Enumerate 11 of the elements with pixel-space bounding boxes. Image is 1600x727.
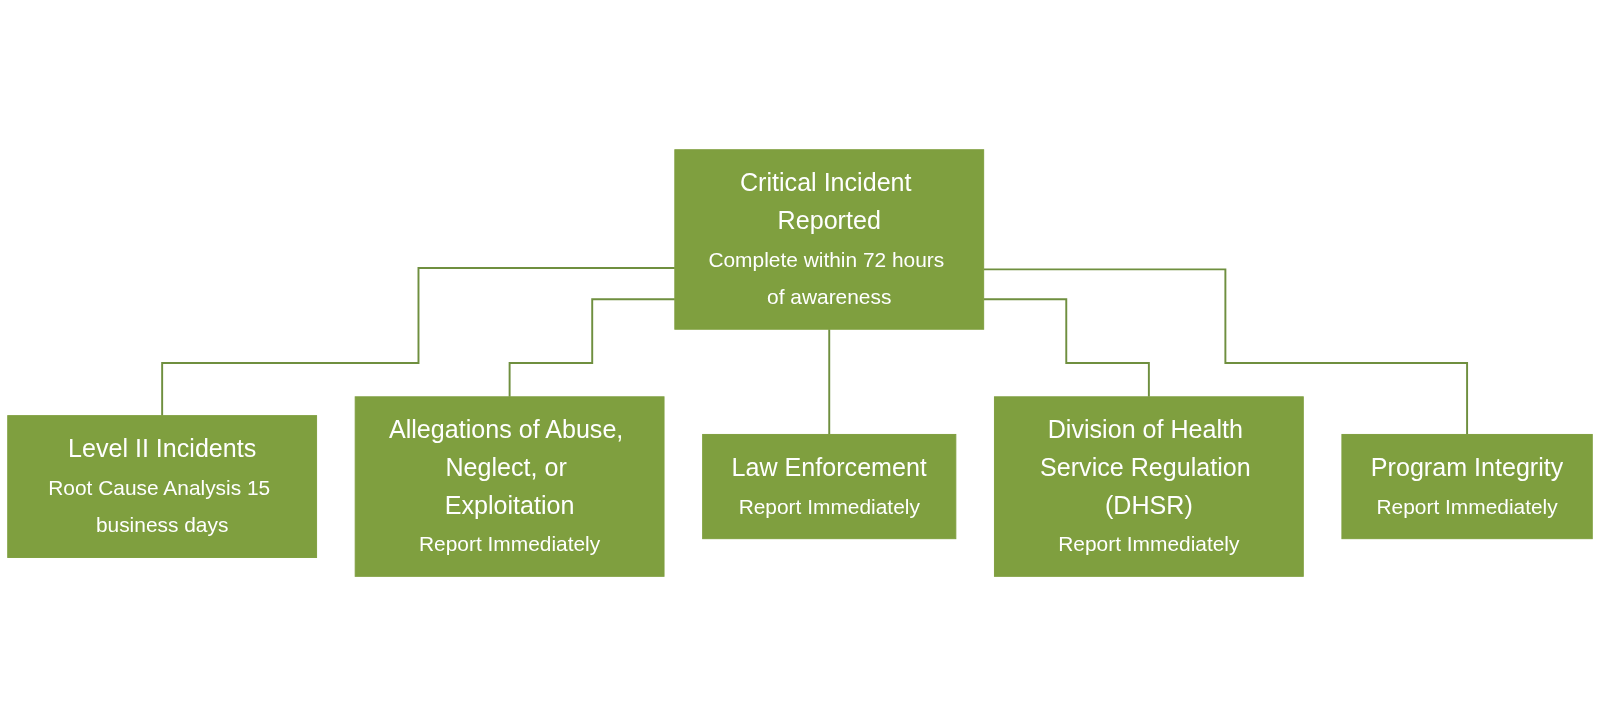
connector — [982, 298, 1150, 399]
node-box: Level II Incidents Root Cause Analysis 15 business days — [7, 415, 318, 559]
node-box: Division of Health Service Regulation (DHSR) Report Immediately — [993, 396, 1304, 578]
node-box: Critical Incident Reported Complete within 72 hours of awareness — [674, 149, 985, 331]
node-box: Law Enforcement Report Immediately — [702, 434, 957, 540]
connector — [982, 268, 1469, 436]
connector — [828, 328, 831, 436]
node-box: Program Integrity Report Immediately — [1341, 434, 1593, 540]
node-box: Allegations of Abuse, Neglect, or Exploitation Report Immediately — [354, 396, 665, 578]
connector — [161, 267, 676, 418]
connector — [508, 298, 676, 399]
